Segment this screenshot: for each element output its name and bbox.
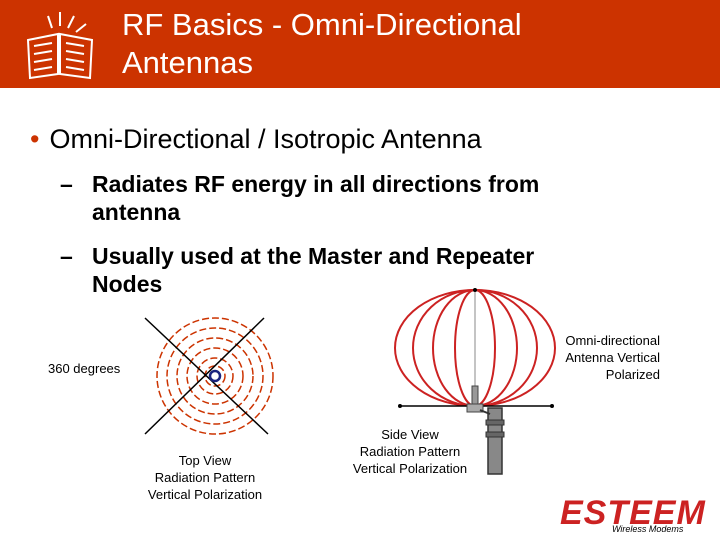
side-view-caption-line-2: Radiation Pattern <box>359 444 461 459</box>
degrees-label: 360 degrees <box>48 361 121 376</box>
top-view-pattern <box>156 317 274 435</box>
open-book-icon <box>26 12 94 80</box>
logo-wordmark: ESTEEM <box>560 494 706 532</box>
logo-tagline: Wireless Modems <box>612 524 684 534</box>
title-line-2: Antennas <box>122 45 253 80</box>
antenna-side-icon <box>466 385 505 475</box>
axis-end-left <box>398 404 402 408</box>
omni-caption-line-1: Omni-directional <box>565 333 660 348</box>
main-bullet: • Omni-Directional / Isotropic Antenna <box>30 122 482 156</box>
sub-bullet-dash: – <box>60 243 73 269</box>
sub-bullet-dash: – <box>60 171 73 197</box>
axis-end-right <box>550 404 554 408</box>
side-view-caption-line-1: Side View <box>381 427 439 442</box>
side-view-caption-line-3: Vertical Polarization <box>352 461 468 476</box>
omni-caption-line-3: Polarized <box>605 367 660 382</box>
slide-title: RF Basics - Omni-Directional Antennas <box>122 6 522 82</box>
sub-bullet-2: –Usually used at the Master and Repeater… <box>60 242 660 298</box>
bullet-dot: • <box>30 124 40 154</box>
top-view-caption-line-3: Vertical Polarization <box>147 487 263 502</box>
sub-bullet-1: –Radiates RF energy in all directions fr… <box>60 170 660 226</box>
title-line-1: RF Basics - Omni-Directional <box>122 7 522 42</box>
top-view-caption: Top View Radiation Pattern Vertical Pola… <box>130 452 280 503</box>
top-view-cross-lines <box>144 317 269 435</box>
sub-bullet-1-line-1: Radiates RF energy in all directions fro… <box>92 171 540 197</box>
axis-end-top <box>473 288 477 292</box>
antenna-top-icon <box>208 369 222 383</box>
top-view-caption-line-1: Top View <box>178 453 232 468</box>
title-banner: RF Basics - Omni-Directional Antennas <box>0 0 720 88</box>
top-view-caption-line-2: Radiation Pattern <box>154 470 256 485</box>
side-view-caption: Side View Radiation Pattern Vertical Pol… <box>335 426 485 477</box>
sub-bullet-2-line-1: Usually used at the Master and Repeater <box>92 243 535 269</box>
omni-caption-line-2: Antenna Vertical <box>565 350 660 365</box>
esteem-logo: ESTEEM <box>560 496 706 530</box>
sub-bullet-2-line-2: Nodes <box>92 271 163 297</box>
main-bullet-text: Omni-Directional / Isotropic Antenna <box>49 124 482 154</box>
omni-antenna-caption: Omni-directional Antenna Vertical Polari… <box>540 332 660 383</box>
sub-bullet-1-line-2: antenna <box>92 199 181 225</box>
